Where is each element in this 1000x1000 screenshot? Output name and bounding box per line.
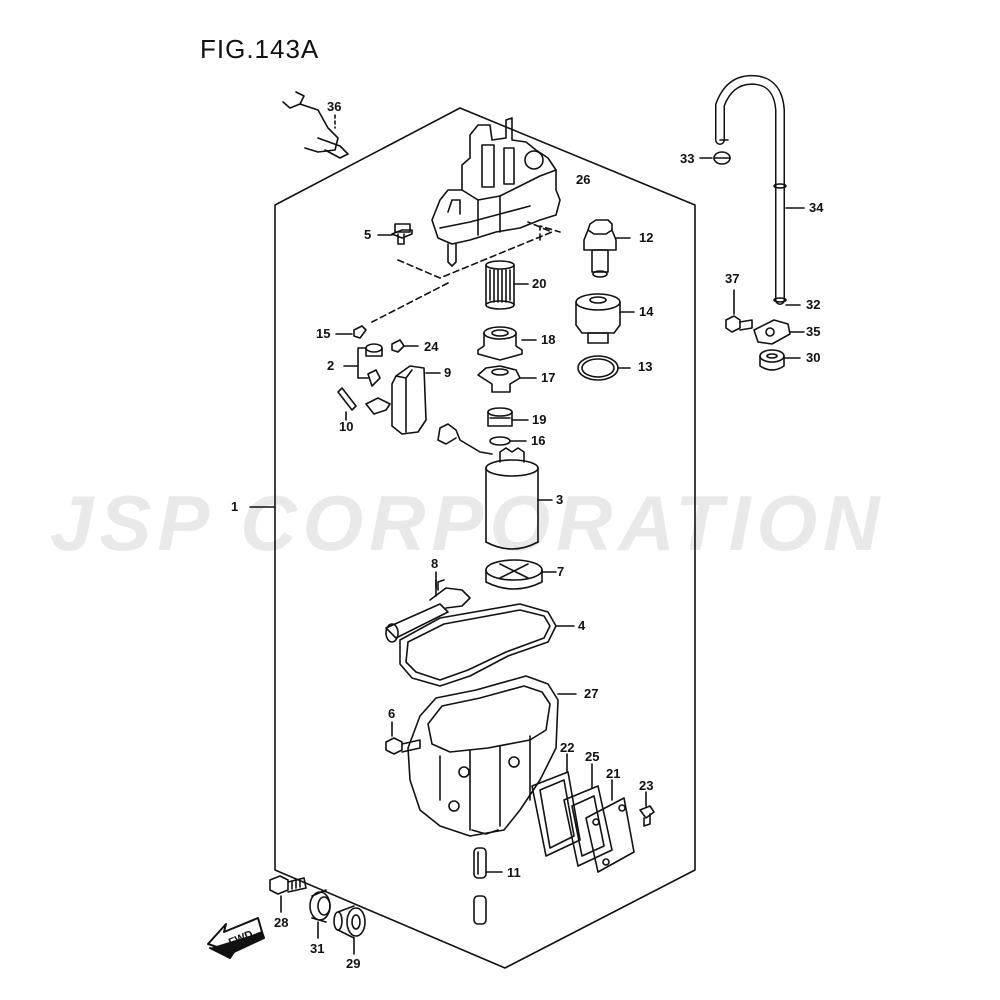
callout-35: 35 xyxy=(806,324,821,339)
part-37-bolt xyxy=(725,315,753,333)
part-28-bolt xyxy=(269,875,307,895)
part-3-pump xyxy=(437,423,539,550)
callout-26: 26 xyxy=(576,172,591,187)
assembly-outline xyxy=(274,107,696,969)
part-25-plate xyxy=(563,785,613,867)
part-18 xyxy=(477,326,523,361)
callout-19: 19 xyxy=(532,412,547,427)
callout-6: 6 xyxy=(388,706,396,721)
part-6-bolt xyxy=(385,737,421,755)
callout-15: 15 xyxy=(316,326,331,341)
part-31-grommet xyxy=(309,889,331,923)
callout-28: 28 xyxy=(274,915,289,930)
part-2 xyxy=(365,343,383,387)
part-21-cover xyxy=(585,797,635,873)
callout-17: 17 xyxy=(541,370,556,385)
callout-32: 32 xyxy=(806,297,821,312)
figure-title: FIG.143A xyxy=(200,34,320,64)
callout-25: 25 xyxy=(585,749,600,764)
callout-27: 27 xyxy=(584,686,599,701)
part-12 xyxy=(583,219,617,278)
dashed-guide-26 xyxy=(397,221,553,279)
callout-30: 30 xyxy=(806,350,821,365)
callout-1: 1 xyxy=(231,499,239,514)
part-22-gasket xyxy=(531,771,581,857)
callout-21: 21 xyxy=(606,766,621,781)
part-10 xyxy=(337,387,391,415)
part-33-clamp xyxy=(713,151,731,165)
callout-34: 34 xyxy=(809,200,824,215)
part-20-filter xyxy=(485,260,515,310)
callout-20: 20 xyxy=(532,276,547,291)
callout-31: 31 xyxy=(310,941,325,956)
callout-5: 5 xyxy=(364,227,372,242)
watermark-text: JSP CORPORATION xyxy=(50,479,886,567)
part-27-housing xyxy=(407,675,559,837)
part-36-clip xyxy=(282,91,349,159)
callout-7: 7 xyxy=(557,564,565,579)
callout-16: 16 xyxy=(531,433,546,448)
callout-36: 36 xyxy=(327,99,342,114)
callout-13: 13 xyxy=(638,359,653,374)
part-11-pins xyxy=(473,847,487,925)
part-24 xyxy=(391,339,405,353)
callout-11: 11 xyxy=(507,865,521,880)
callout-14: 14 xyxy=(639,304,654,319)
part-26-pump-head xyxy=(431,117,561,267)
part-14 xyxy=(575,293,621,344)
callout-22: 22 xyxy=(560,740,575,755)
callout-9: 9 xyxy=(444,365,452,380)
callout-12: 12 xyxy=(639,230,654,245)
part-7 xyxy=(485,559,543,590)
callout-23: 23 xyxy=(639,778,654,793)
callout-18: 18 xyxy=(541,332,556,347)
callout-29: 29 xyxy=(346,956,361,971)
callout-33: 33 xyxy=(680,151,695,166)
fwd-arrow xyxy=(207,917,265,959)
callout-10: 10 xyxy=(339,419,354,434)
callout-4: 4 xyxy=(578,618,586,633)
part-30-grommet xyxy=(759,349,785,371)
part-16-oring xyxy=(489,436,511,446)
part-15 xyxy=(353,325,367,339)
part-9 xyxy=(391,365,427,435)
part-17 xyxy=(477,365,521,393)
part-29-collar xyxy=(333,905,366,939)
callout-3: 3 xyxy=(556,492,564,507)
part-23-screw xyxy=(639,805,655,827)
part-4-gasket xyxy=(399,603,557,687)
callout-37: 37 xyxy=(725,271,740,286)
part-34-hose xyxy=(715,74,787,305)
callout-24: 24 xyxy=(424,339,439,354)
part-19 xyxy=(487,407,513,427)
callout-8: 8 xyxy=(431,556,439,571)
part-5-screw xyxy=(391,223,413,245)
callout-2: 2 xyxy=(327,358,335,373)
part-35-bracket xyxy=(753,319,791,345)
